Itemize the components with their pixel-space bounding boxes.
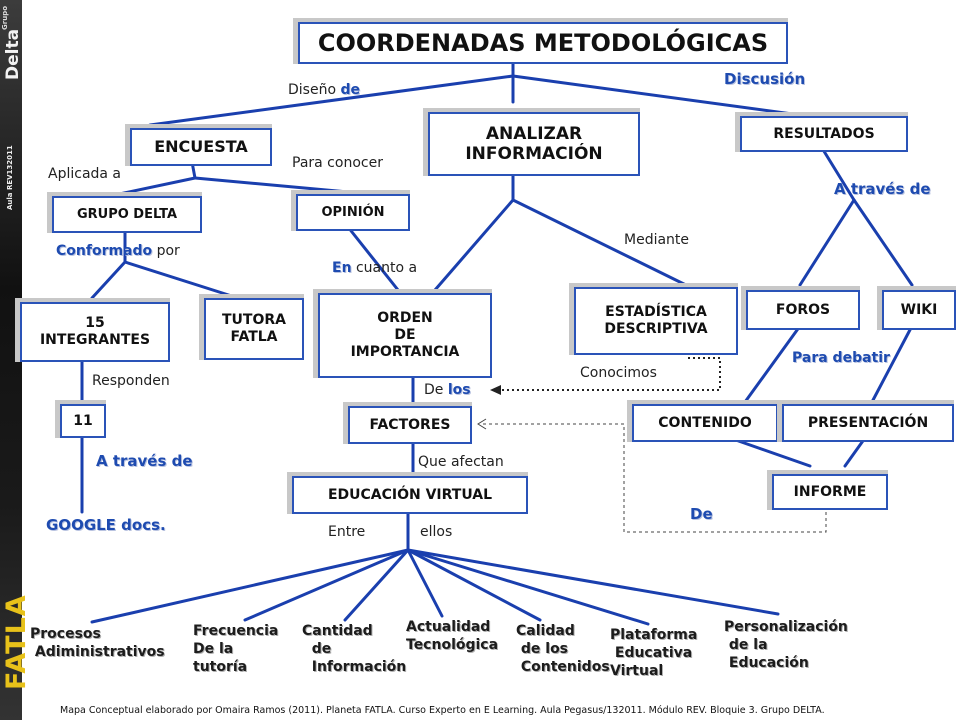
label-diseno: Diseño de: [288, 82, 360, 98]
node-contenido: CONTENIDO: [632, 404, 778, 442]
node-resultados: RESULTADOS: [740, 116, 908, 152]
node-presentacion: PRESENTACIÓN: [782, 404, 954, 442]
leaf-plataforma: Plataforma Educativa Virtual: [610, 627, 698, 680]
node-informe: INFORME: [772, 474, 888, 510]
sidebar-branding: Grupo Delta Aula REV132011 FATLA: [0, 0, 32, 720]
label-aplicada: Aplicada a: [48, 166, 122, 182]
line-leaf-7: [406, 548, 780, 616]
line-leaf-4: [406, 548, 444, 618]
line-leaf-1: [90, 548, 410, 624]
label-en-cuanto-a: En cuanto a: [332, 260, 418, 276]
node-11: 11: [60, 404, 106, 438]
node-opinion: OPINIÓN: [296, 194, 410, 231]
label-discusion: Discusión: [724, 70, 806, 88]
line-grupo-tutora: [123, 260, 240, 300]
leaf-personalizacion: Personalización de la Educación: [724, 619, 848, 672]
label-de: De: [690, 505, 713, 523]
line-presentacion-informe: [843, 436, 867, 468]
leaf-actualidad: Actualidad Tecnológica: [406, 619, 499, 654]
label-a-traves-de-resultados: A través de: [834, 180, 931, 198]
dashed-de: [480, 423, 827, 533]
line-leaf-5: [406, 548, 542, 622]
node-orden-importancia: ORDEN DE IMPORTANCIA: [318, 293, 492, 378]
footer-credit: Mapa Conceptual elaborado por Omaira Ram…: [60, 705, 825, 716]
line-analizar-orden: [433, 198, 515, 292]
line-encuesta-grupo: [108, 176, 197, 198]
line-opinion-orden: [346, 225, 400, 292]
line-grupo-integrantes: [90, 260, 127, 300]
node-grupo-delta: GRUPO DELTA: [52, 196, 202, 233]
dashed-arrowhead: [477, 418, 487, 430]
node-coordenadas: COORDENADAS METODOLÓGICAS: [298, 22, 788, 64]
label-mediante: Mediante: [624, 232, 690, 248]
label-que-afectan: Que afectan: [418, 454, 504, 470]
line-wiki-presentacion: [870, 324, 914, 404]
node-wiki: WIKI: [882, 290, 956, 330]
line-contenido-informe: [728, 436, 812, 468]
label-ellos: ellos: [420, 524, 453, 540]
node-tutora: TUTORA FATLA: [204, 298, 304, 360]
node-encuesta: ENCUESTA: [130, 128, 272, 166]
node-analizar: ANALIZAR INFORMACIÓN: [428, 112, 640, 176]
node-factores: FACTORES: [348, 406, 472, 444]
label-a-traves-de-11: A través de: [96, 452, 193, 470]
line-encuesta-opinion: [193, 176, 372, 196]
node-educacion-virtual: EDUCACIÓN VIRTUAL: [292, 476, 528, 514]
line-main-encuesta: [148, 74, 515, 127]
line-foros-contenido: [743, 324, 802, 404]
line-leaf-2: [243, 548, 410, 622]
label-responden: Responden: [92, 373, 170, 389]
line-resultados-wiki: [852, 198, 914, 287]
node-foros: FOROS: [746, 290, 860, 330]
leaf-cantidad: Cantidad de Información: [302, 623, 407, 676]
label-conocimos: Conocimos: [580, 365, 657, 381]
label-google-docs: GOOGLE docs.: [46, 516, 166, 534]
dotted-arrowhead: [490, 385, 501, 395]
node-integrantes: 15 INTEGRANTES: [20, 302, 170, 362]
label-para-debatir: Para debatir: [792, 350, 890, 366]
label-de-los: De los: [424, 382, 471, 398]
label-conformado: Conformado por: [56, 243, 180, 259]
leaf-frecuencia: Frecuencia De la tutoría: [193, 623, 279, 676]
leaf-procesos: Procesos Adiministrativos: [30, 626, 165, 661]
line-main-resultados: [511, 74, 824, 120]
line-resultados-foros: [798, 198, 856, 287]
line-resultados-stem: [820, 146, 856, 202]
leaf-calidad: Calidad de los Contenidos: [516, 623, 610, 676]
node-estadistica: ESTADÍSTICA DESCRIPTIVA: [574, 287, 738, 355]
line-leaf-6: [406, 548, 650, 626]
label-entre: Entre: [328, 524, 366, 540]
line-leaf-3: [343, 548, 410, 622]
line-analizar-estadistica: [511, 198, 692, 289]
label-para-conocer: Para conocer: [292, 155, 383, 171]
dotted-conocimos: [500, 357, 721, 391]
